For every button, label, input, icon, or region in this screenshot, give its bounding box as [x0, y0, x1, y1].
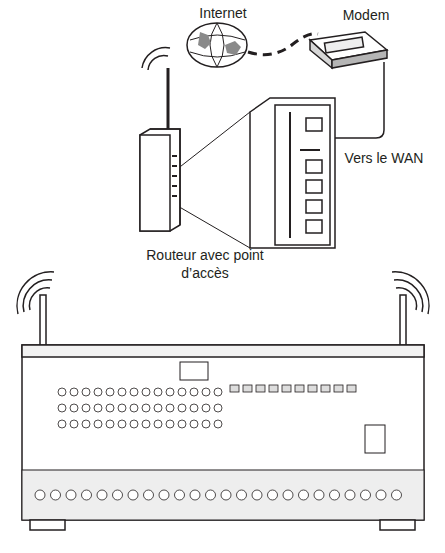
hdmi-port	[321, 385, 330, 392]
jack	[58, 420, 66, 428]
speaker-terminal	[252, 490, 262, 500]
jack	[130, 404, 138, 412]
jack	[106, 388, 114, 396]
speaker-terminal	[221, 490, 231, 500]
speaker-terminal	[314, 490, 324, 500]
speaker-terminal	[82, 490, 92, 500]
jack	[142, 420, 150, 428]
speaker-terminal	[51, 490, 61, 500]
jack	[130, 420, 138, 428]
jack	[154, 388, 162, 396]
jack	[106, 420, 114, 428]
callout-label: Modem	[343, 6, 390, 24]
router-panel	[250, 98, 335, 248]
speaker-terminal	[159, 490, 169, 500]
jack	[214, 404, 222, 412]
hdmi-port	[243, 385, 252, 392]
ethernet-port	[306, 180, 322, 193]
jack	[82, 420, 90, 428]
jack	[178, 388, 186, 396]
jack	[166, 388, 174, 396]
jack	[166, 404, 174, 412]
internet-globe	[187, 23, 247, 67]
jack	[94, 388, 102, 396]
jack	[58, 404, 66, 412]
wifi-waves	[142, 48, 170, 70]
jack	[190, 388, 198, 396]
jack	[82, 404, 90, 412]
jack	[142, 404, 150, 412]
speaker-terminal	[128, 490, 138, 500]
hdmi-port	[334, 385, 343, 392]
speaker-terminal	[66, 490, 76, 500]
speaker-terminal	[113, 490, 123, 500]
speaker-terminal	[175, 490, 185, 500]
jack	[70, 404, 78, 412]
hdmi-port	[347, 385, 356, 392]
jack	[70, 420, 78, 428]
zoom-wedge	[176, 112, 250, 248]
hdmi-port	[295, 385, 304, 392]
ethernet-port	[306, 160, 322, 173]
jack	[202, 388, 210, 396]
jack	[106, 404, 114, 412]
internet-link	[248, 34, 318, 55]
speaker-terminal	[345, 490, 355, 500]
speaker-terminal	[283, 490, 293, 500]
speaker-terminal	[97, 490, 107, 500]
speaker-terminal	[361, 490, 371, 500]
hdmi-port	[308, 385, 317, 392]
jack	[214, 388, 222, 396]
ethernet-port	[306, 200, 322, 213]
speaker-terminal	[392, 490, 402, 500]
speaker-terminal	[330, 490, 340, 500]
router-device	[140, 68, 180, 231]
jack	[118, 388, 126, 396]
speaker-terminal	[376, 490, 386, 500]
jack	[94, 420, 102, 428]
ethernet-port	[306, 220, 322, 233]
jack	[154, 420, 162, 428]
speaker-terminal	[35, 490, 45, 500]
jack	[70, 388, 78, 396]
modem-device	[310, 32, 387, 68]
jack	[130, 388, 138, 396]
callout-label: Vers le WAN	[345, 149, 424, 167]
callout-label: Internet	[199, 4, 246, 22]
callout-label: Routeur avec point d’accès	[130, 246, 280, 282]
speaker-terminal	[144, 490, 154, 500]
jack	[58, 388, 66, 396]
jack	[118, 404, 126, 412]
jack	[118, 420, 126, 428]
jack	[154, 404, 162, 412]
jack	[190, 420, 198, 428]
jack	[94, 404, 102, 412]
hdmi-port	[256, 385, 265, 392]
jack	[190, 404, 198, 412]
jack	[166, 420, 174, 428]
av-receiver	[22, 345, 424, 530]
speaker-terminal	[237, 490, 247, 500]
speaker-terminal	[206, 490, 216, 500]
jack	[142, 388, 150, 396]
jack	[82, 388, 90, 396]
speaker-terminal	[268, 490, 278, 500]
jack	[202, 404, 210, 412]
hdmi-port	[282, 385, 291, 392]
hdmi-port	[230, 385, 239, 392]
speaker-terminal	[190, 490, 200, 500]
ethernet-port	[306, 118, 322, 131]
hdmi-port	[269, 385, 278, 392]
jack	[214, 420, 222, 428]
speaker-terminal	[299, 490, 309, 500]
jack	[202, 420, 210, 428]
receiver-antennas	[17, 272, 429, 347]
jack	[178, 420, 186, 428]
jack	[178, 404, 186, 412]
